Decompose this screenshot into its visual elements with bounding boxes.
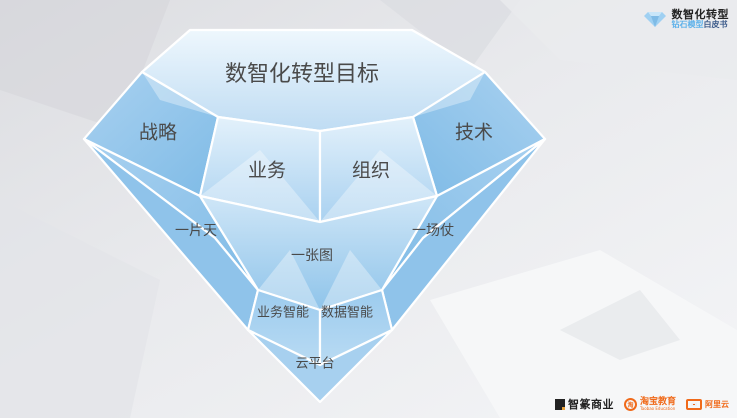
aliyun-name: 阿里云 — [705, 399, 729, 409]
brand-subtitle-rest: 白皮书 — [703, 20, 728, 30]
label-organization: 组织 — [351, 159, 391, 182]
brand-title: 数智化转型 — [671, 8, 729, 21]
label-cloud-platform: 云平台 — [295, 356, 335, 372]
label-business-intelligence: 业务智能 — [256, 305, 310, 321]
aliyun-mark-icon — [686, 398, 702, 410]
label-one-battle: 一场仗 — [412, 223, 454, 239]
logo-zhizhuan: 智篆商业 — [554, 396, 614, 412]
partner-logos: 智篆商业 淘 淘宝教育 Taobao Education 阿里云 — [554, 396, 729, 412]
brand-header: 数智化转型 钻石模型白皮书 — [643, 8, 730, 30]
brand-subtitle-highlight: 钻石模型 — [671, 20, 704, 30]
diagram-title: 数智化转型目标 — [224, 62, 380, 87]
taobao-mark-icon: 淘 — [623, 397, 637, 411]
diamond-logo-icon — [643, 12, 666, 28]
label-technology: 技术 — [454, 121, 494, 144]
zhizhuan-mark-icon — [554, 398, 565, 410]
label-strategy: 战略 — [138, 121, 178, 144]
taobao-education-name: 淘宝教育 — [639, 396, 676, 407]
taobao-education-sub: Taobao Education — [639, 405, 676, 411]
label-business: 业务 — [247, 159, 287, 182]
label-one-sky: 一片天 — [175, 223, 217, 239]
zhizhuan-name: 智篆商业 — [567, 398, 614, 411]
label-data-intelligence: 数据智能 — [320, 305, 374, 321]
facet-culet — [246, 328, 394, 404]
brand-subtitle: 钻石模型白皮书 — [671, 20, 730, 30]
label-one-map: 一张图 — [291, 248, 333, 264]
logo-aliyun: 阿里云 — [686, 398, 729, 410]
logo-taobao-education: 淘 淘宝教育 Taobao Education — [623, 396, 676, 411]
